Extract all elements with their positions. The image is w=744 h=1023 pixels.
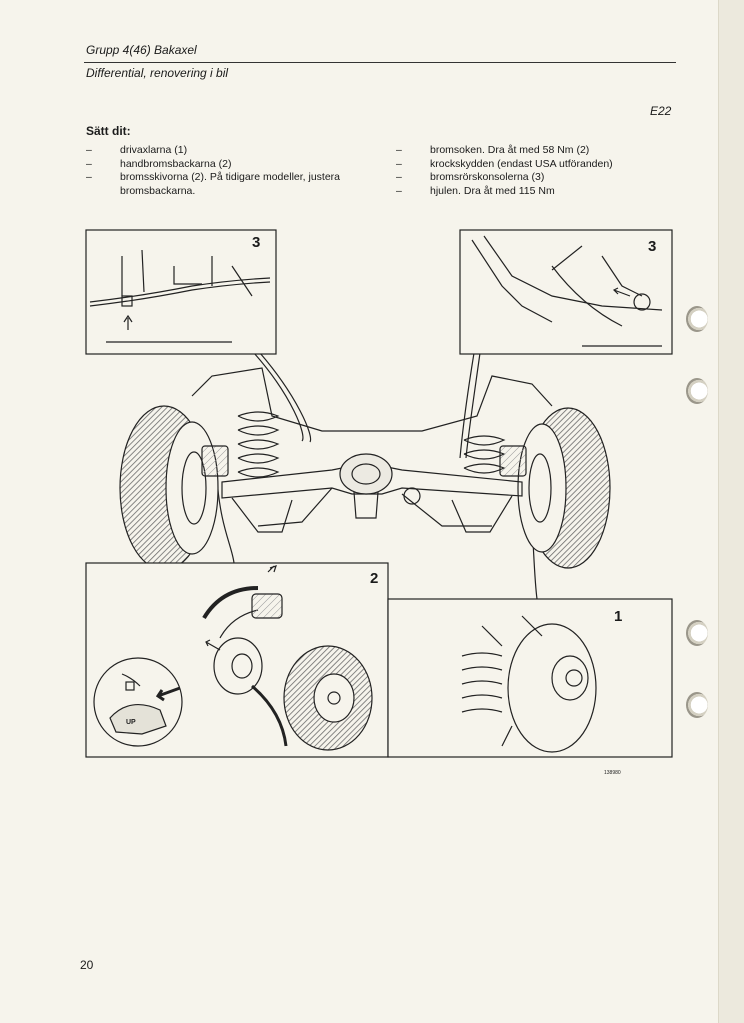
inset-drive-shaft-drawing <box>461 615 597 753</box>
list-item: bromsrörskonsolerna (3) <box>396 171 686 185</box>
arrow-icon <box>612 287 631 297</box>
callout-bottom-right: 1 <box>614 608 623 625</box>
instruction-list-left: drivaxlarna (1) handbromsbackarna (2) br… <box>86 144 376 198</box>
rear-axle-illustration: UP 3 3 2 1 <box>82 226 678 768</box>
list-item: krockskydden (endast USA utföranden) <box>396 158 686 172</box>
leader-line <box>216 477 235 564</box>
rear-axle-drawing: UP <box>85 229 673 758</box>
step-title: Sätt dit: <box>86 124 131 138</box>
inset-drive-shaft <box>387 598 673 758</box>
leader-line <box>253 352 304 442</box>
inset-brake-line-left-drawing <box>89 249 271 343</box>
callout-bottom-left: 2 <box>370 570 379 587</box>
arrow-icon <box>267 565 277 573</box>
callout-top-right: 3 <box>648 238 657 255</box>
section-title: Differential, renovering i bil <box>86 66 229 80</box>
arrow-icon <box>123 314 133 330</box>
list-item: hjulen. Dra åt med 115 Nm <box>396 185 686 199</box>
callout-top-left: 3 <box>252 234 261 251</box>
caliper-up-stamp: UP <box>126 719 136 726</box>
list-item: drivaxlarna (1) <box>86 144 376 158</box>
leader-line <box>459 352 475 459</box>
list-item: bromsoken. Dra åt med 58 Nm (2) <box>396 144 686 158</box>
leader-line <box>465 352 481 459</box>
punch-hole <box>686 692 708 718</box>
page-code: E22 <box>650 104 672 118</box>
list-item: handbromsbackarna (2) <box>86 158 376 172</box>
inset-handbrake-shoes-drawing <box>93 565 373 751</box>
page-number: 20 <box>80 958 94 972</box>
instruction-list-right: bromsoken. Dra åt med 58 Nm (2) krocksky… <box>396 144 686 198</box>
figure-reference-number: 138980 <box>604 770 621 776</box>
arrow-icon <box>205 639 221 651</box>
group-title: Grupp 4(46) Bakaxel <box>86 43 197 57</box>
rear-axle-assembly <box>119 367 611 571</box>
leader-line <box>259 352 312 443</box>
binder-edge <box>718 0 744 1023</box>
inset-brake-line-right <box>459 229 673 355</box>
arrow-icon <box>155 686 181 702</box>
inset-brake-line-right-drawing <box>471 235 663 347</box>
punch-hole <box>686 306 708 332</box>
punch-hole <box>686 378 708 404</box>
punch-hole <box>686 620 708 646</box>
list-item: bromsskivorna (2). På tidigare modeller,… <box>86 171 376 198</box>
header-rule <box>84 62 676 63</box>
